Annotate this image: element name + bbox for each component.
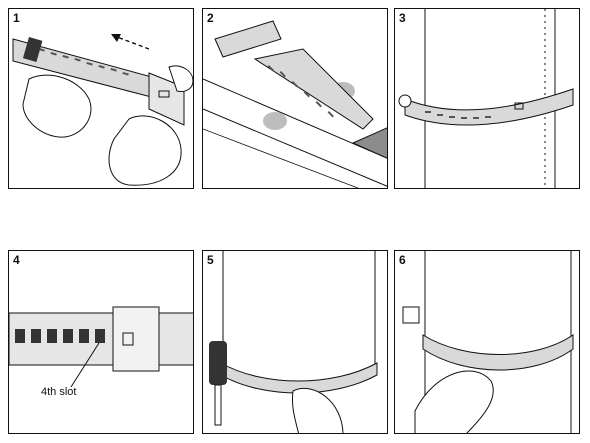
step-3-panel: 3 (394, 8, 580, 189)
step-number: 6 (399, 253, 406, 267)
step-4-panel: 4 4th slot (8, 250, 194, 434)
step-5-panel: 5 (202, 250, 388, 434)
step-1-panel: 1 (8, 8, 194, 189)
pipe-icon (203, 79, 388, 189)
step-number: 1 (13, 11, 20, 25)
hose-clamp-icon (399, 89, 573, 125)
step-2-illustration (203, 9, 388, 189)
arrow-icon (71, 343, 99, 387)
hand-icon (415, 371, 493, 433)
step-6-panel: 6 (394, 250, 580, 434)
step-4-illustration (9, 251, 193, 434)
arrow-icon (111, 34, 149, 49)
pipe-icon (425, 9, 555, 189)
slot-callout-label: 4th slot (41, 386, 77, 398)
hose-clamp-icon (215, 21, 387, 159)
step-number: 5 (207, 253, 214, 267)
pipe-icon (223, 251, 375, 386)
step-number: 4 (13, 253, 20, 267)
hand-icon (23, 66, 193, 185)
hose-clamp-icon (9, 307, 193, 371)
step-6-illustration (395, 251, 580, 433)
hose-clamp-icon (403, 307, 573, 370)
hand-icon (292, 388, 343, 433)
step-number: 3 (399, 11, 406, 25)
step-3-illustration (395, 9, 580, 189)
step-1-illustration (9, 34, 193, 189)
step-number: 2 (207, 11, 214, 25)
step-5-illustration (209, 251, 388, 433)
hose-clamp-icon (221, 363, 377, 393)
step-2-panel: 2 (202, 8, 388, 189)
screwdriver-icon (209, 341, 227, 425)
